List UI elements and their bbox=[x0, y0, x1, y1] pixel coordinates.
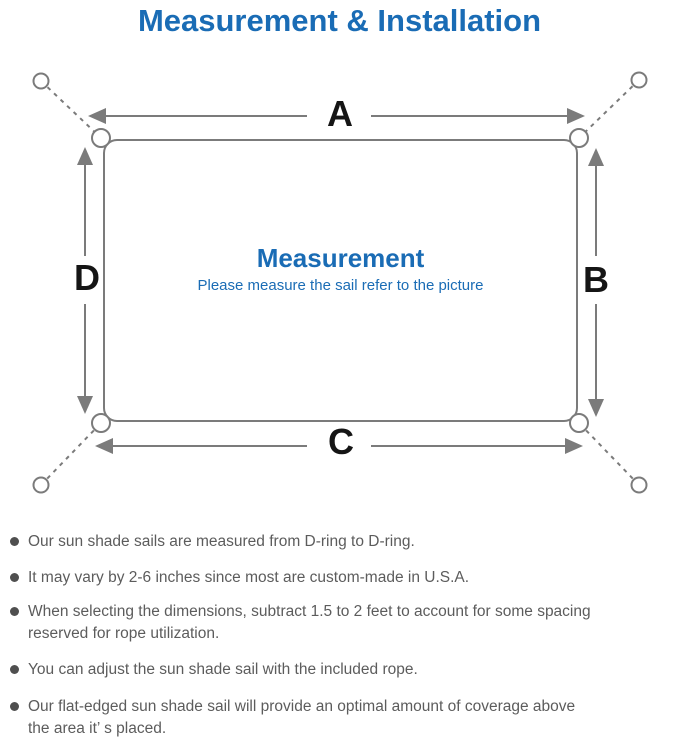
dimension-arrow-a bbox=[88, 108, 585, 124]
bullet-dot-icon bbox=[10, 665, 19, 674]
anchor-points bbox=[32, 71, 648, 494]
anchor-point-top-right-icon bbox=[630, 71, 648, 89]
sail-outline bbox=[103, 139, 578, 422]
d-ring-bottom-right-icon bbox=[569, 413, 589, 433]
diagram-center-text: Measurement Please measure the sail refe… bbox=[104, 244, 577, 295]
rope-line-bottom-left bbox=[40, 422, 102, 486]
note-text: Our flat-edged sun shade sail will provi… bbox=[28, 698, 576, 737]
bullet-dot-icon bbox=[10, 573, 19, 582]
dimension-arrow-c bbox=[95, 438, 583, 454]
bullet-dot-icon bbox=[10, 537, 19, 546]
rope-line-top-left bbox=[40, 80, 102, 139]
arrow-head-down-icon bbox=[77, 396, 93, 414]
rope-line-top-right bbox=[578, 79, 640, 139]
arrow-head-right-icon bbox=[567, 108, 585, 124]
dimension-arrow-b bbox=[588, 148, 604, 417]
diagram-center-caption: Please measure the sail refer to the pic… bbox=[197, 277, 484, 294]
note-item: When selecting the dimensions, subtract … bbox=[10, 601, 675, 645]
dimension-arrow-d bbox=[77, 147, 93, 414]
page-title: Measurement & Installation bbox=[137, 3, 542, 38]
anchor-point-top-left-icon bbox=[32, 72, 50, 90]
dimension-label-c: C bbox=[328, 421, 354, 462]
arrow-head-up-icon bbox=[588, 148, 604, 166]
arrow-head-down-icon bbox=[588, 399, 604, 417]
bullet-dot-icon bbox=[10, 607, 19, 616]
note-text: When selecting the dimensions, subtract … bbox=[28, 603, 591, 642]
arrow-head-up-icon bbox=[77, 147, 93, 165]
note-item: You can adjust the sun shade sail with t… bbox=[10, 659, 675, 681]
anchor-point-bottom-left-icon bbox=[32, 476, 50, 494]
d-ring-top-left-icon bbox=[91, 128, 111, 148]
note-item: Our sun shade sails are measured from D-… bbox=[10, 531, 675, 553]
dimension-label-d: D bbox=[74, 257, 100, 298]
note-item: Our flat-edged sun shade sail will provi… bbox=[10, 696, 675, 739]
dimension-label-a: A bbox=[327, 93, 353, 134]
arrow-head-left-icon bbox=[95, 438, 113, 454]
anchor-point-bottom-right-icon bbox=[630, 476, 648, 494]
note-text: You can adjust the sun shade sail with t… bbox=[28, 661, 418, 678]
bullet-dot-icon bbox=[10, 702, 19, 711]
diagram-center-heading: Measurement bbox=[256, 243, 425, 273]
rope-line-bottom-right bbox=[578, 422, 640, 486]
d-ring-bottom-left-icon bbox=[91, 413, 111, 433]
d-rings bbox=[91, 128, 589, 433]
note-item: It may vary by 2-6 inches since most are… bbox=[10, 567, 675, 589]
d-ring-top-right-icon bbox=[569, 128, 589, 148]
dimension-label-b: B bbox=[583, 259, 609, 300]
note-text: It may vary by 2-6 inches since most are… bbox=[28, 569, 470, 586]
arrow-head-left-icon bbox=[88, 108, 106, 124]
arrow-head-right-icon bbox=[565, 438, 583, 454]
note-text: Our sun shade sails are measured from D-… bbox=[28, 533, 415, 550]
